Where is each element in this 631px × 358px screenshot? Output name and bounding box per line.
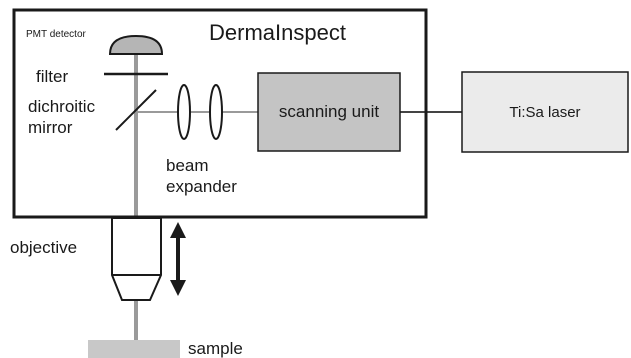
sample-label: sample: [188, 339, 243, 358]
dichroic-mirror-icon: [115, 89, 157, 131]
laser-label: Ti:Sa laser: [509, 104, 580, 121]
objective-label: objective: [10, 238, 77, 257]
pmt-detector-label: PMT detector: [26, 29, 87, 40]
beam-expander-label-line2: expander: [166, 177, 237, 196]
dermainspect-enclosure: [12, 8, 428, 219]
focus-double-arrow-icon: [170, 222, 186, 296]
beam-expander-label-line1: beam: [166, 156, 209, 175]
lens-icon-2: [209, 84, 223, 140]
sample-block: [88, 340, 180, 358]
filter-label: filter: [36, 67, 68, 86]
box-title: DermaInspect: [209, 20, 346, 45]
laser-box: [461, 71, 629, 153]
objective-icon: [111, 217, 162, 301]
pmt-detector-icon: [108, 34, 164, 55]
scanning-unit-box: [257, 72, 401, 152]
dichroic-label-line2: mirror: [28, 118, 73, 137]
dichroic-label-line1: dichroitic: [28, 97, 96, 116]
scanning-unit-label: scanning unit: [279, 102, 379, 121]
lens-icon-1: [177, 84, 191, 140]
